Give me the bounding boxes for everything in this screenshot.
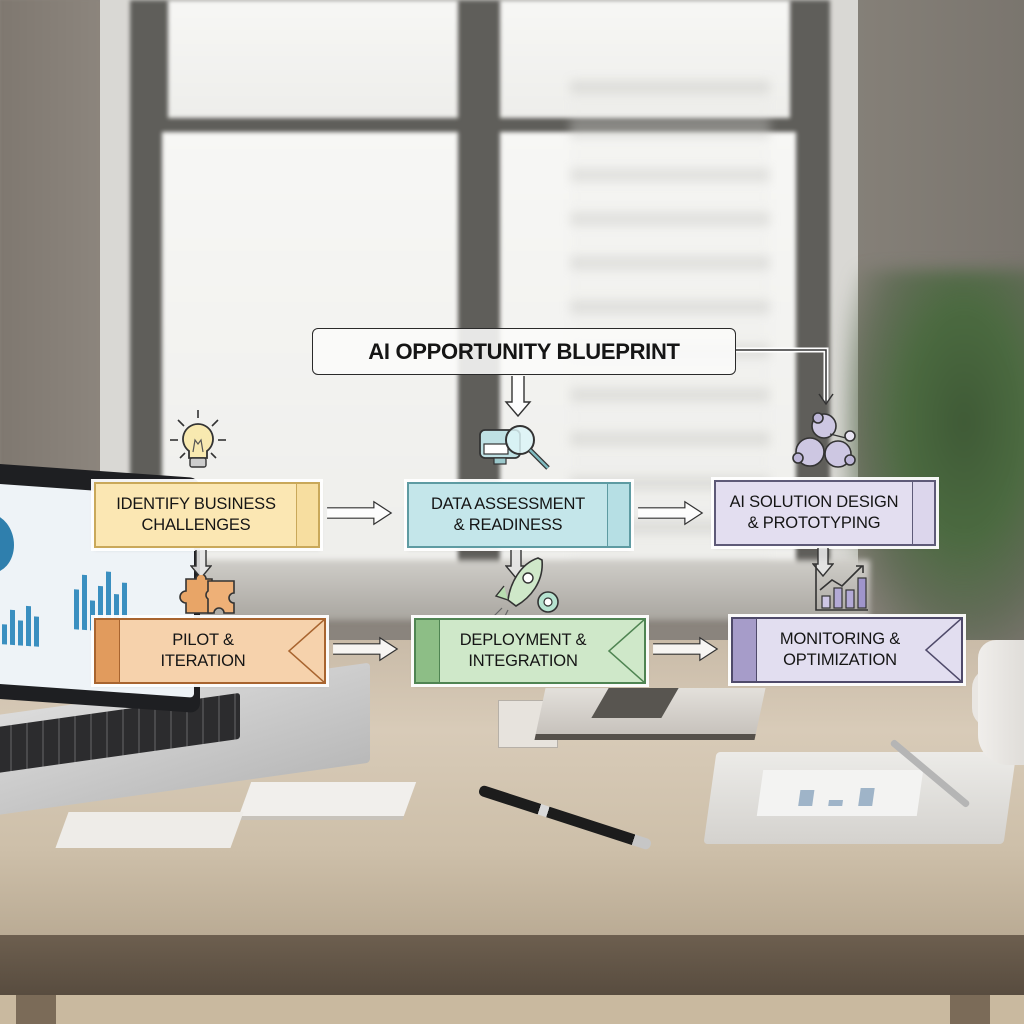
step-pilot-iteration[interactable]: PILOT & ITERATION — [91, 615, 329, 687]
step-notch — [924, 618, 962, 682]
coffee-mug — [978, 640, 1024, 765]
step-notch — [287, 619, 325, 683]
elbow-arrow-icon — [736, 347, 834, 406]
down-arrow-icon — [812, 548, 834, 578]
floor — [0, 995, 1024, 1024]
step-band — [733, 619, 757, 681]
data-magnifier-icon — [479, 425, 550, 470]
desk-leg — [950, 995, 990, 1024]
business-card-stack — [238, 782, 417, 816]
step-data-assessment-readiness[interactable]: DATA ASSESSMENT & READINESS — [404, 479, 634, 551]
step-ai-solution-design-prototyping[interactable]: AI SOLUTION DESIGN & PROTOTYPING — [711, 477, 939, 549]
window-pane — [500, 0, 790, 118]
step-notch — [607, 619, 645, 683]
desk-edge — [0, 935, 1024, 995]
growth-chart-icon — [815, 564, 868, 611]
step-label: DATA ASSESSMENT & READINESS — [430, 495, 586, 534]
step-label: MONITORING & OPTIMIZATION — [779, 630, 901, 669]
rocket-gear-icon — [493, 557, 559, 618]
business-card — [55, 812, 244, 848]
puzzle-icon — [179, 575, 235, 614]
step-band — [96, 620, 120, 682]
right-arrow-icon — [327, 500, 393, 526]
step-label: IDENTIFY BUSINESS CHALLENGES — [116, 495, 276, 534]
step-label: PILOT & ITERATION — [160, 631, 246, 670]
desk-leg — [16, 995, 56, 1024]
step-label: DEPLOYMENT & INTEGRATION — [459, 631, 587, 670]
right-arrow-icon — [333, 636, 399, 662]
bar-chart-graphic — [2, 604, 39, 647]
step-deployment-integration[interactable]: DEPLOYMENT & INTEGRATION — [411, 615, 649, 687]
note-card — [756, 770, 924, 816]
step-tab — [607, 484, 629, 546]
plant — [844, 270, 1024, 650]
diagram-title: AI OPPORTUNITY BLUEPRINT — [368, 338, 680, 364]
diagram-title-box: AI OPPORTUNITY BLUEPRINT — [312, 328, 736, 375]
step-label: AI SOLUTION DESIGN & PROTOTYPING — [729, 493, 899, 532]
down-arrow-icon — [504, 376, 532, 418]
right-arrow-icon — [653, 636, 719, 662]
step-band — [416, 620, 440, 682]
step-tab — [296, 484, 318, 546]
step-tab — [912, 482, 934, 544]
robot-cluster-icon — [792, 412, 856, 468]
lightbulb-icon — [170, 410, 226, 468]
pie-chart-graphic — [0, 511, 14, 576]
window-pane — [168, 0, 458, 118]
step-identify-business-challenges[interactable]: IDENTIFY BUSINESS CHALLENGES — [91, 479, 323, 551]
right-arrow-icon — [638, 500, 704, 526]
step-monitoring-optimization[interactable]: MONITORING & OPTIMIZATION — [728, 614, 966, 686]
